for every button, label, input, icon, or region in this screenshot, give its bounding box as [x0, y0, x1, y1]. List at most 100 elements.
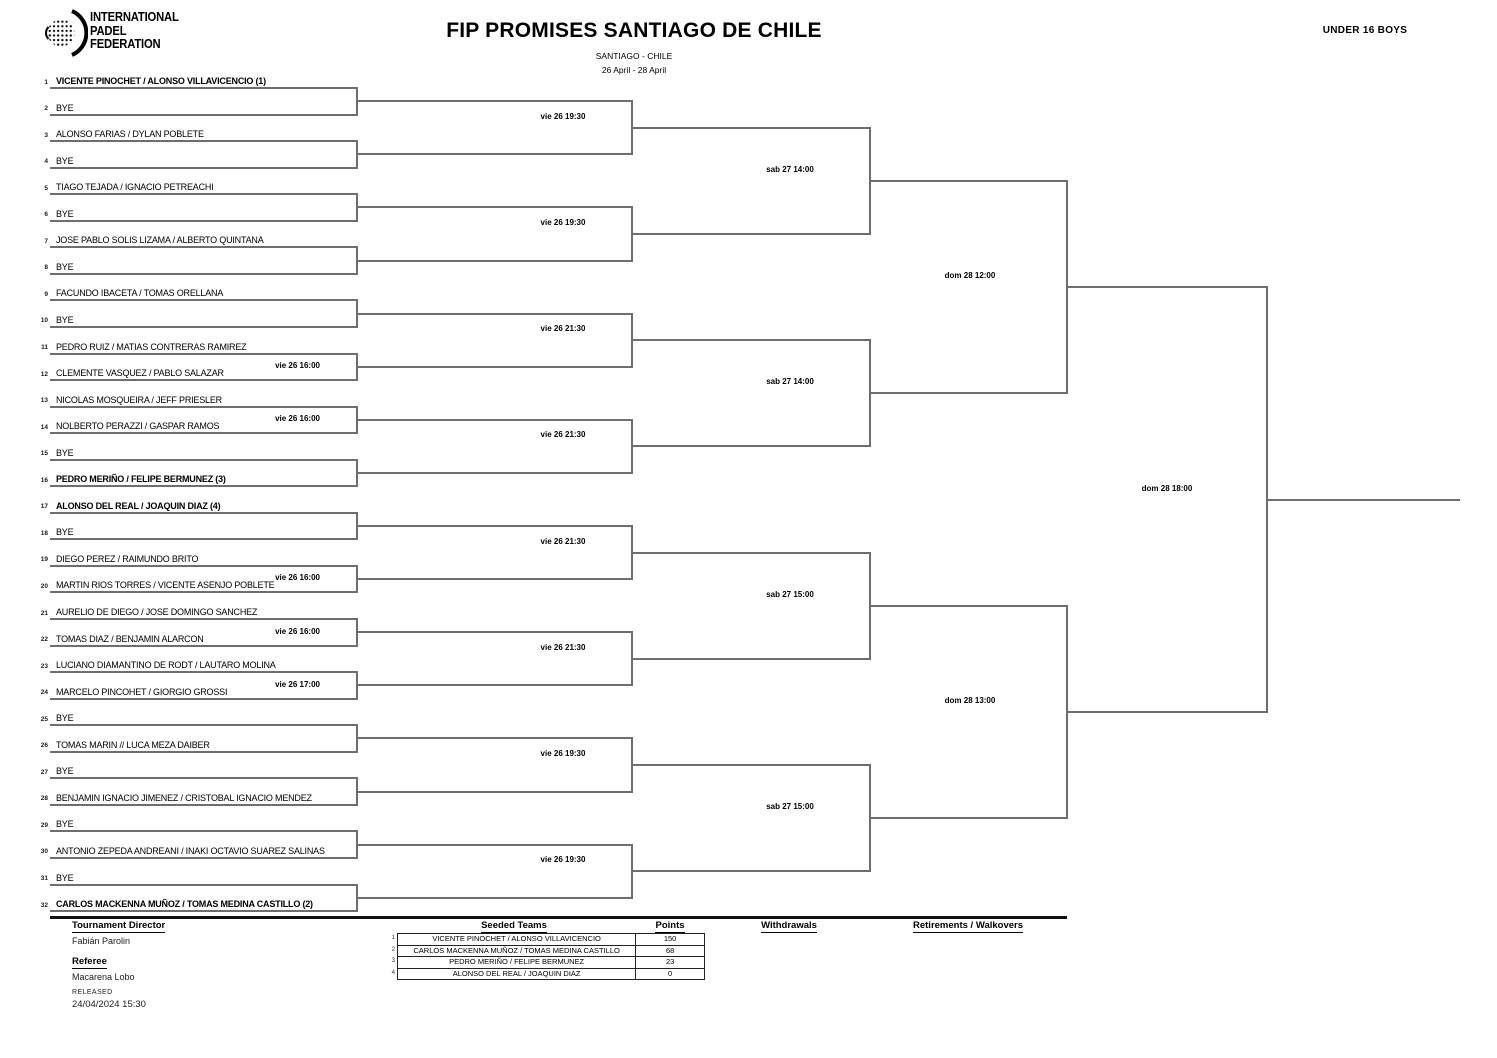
entry-bye: BYE — [56, 447, 74, 458]
feed-line — [357, 843, 632, 846]
feed-line — [357, 525, 632, 528]
logo-line-3: FEDERATION — [90, 37, 161, 51]
entry-bye: BYE — [56, 261, 74, 272]
seed-number: 3 — [391, 958, 395, 964]
entry-team: TIAGO TEJADA / IGNACIO PETREACHI — [56, 182, 214, 193]
entry-line — [50, 856, 357, 859]
r16-winner-line — [632, 339, 870, 342]
feed-line — [357, 365, 632, 368]
match-time: vie 26 21:30 — [540, 536, 586, 546]
match-time: vie 26 19:30 — [540, 855, 586, 865]
r16-winner-line — [632, 233, 870, 236]
entry-team: ALONSO FARIAS / DYLAN POBLETE — [56, 129, 204, 140]
entry-bye: BYE — [56, 208, 74, 219]
entry-line — [50, 219, 357, 222]
feed-line — [357, 896, 632, 899]
entry-number: 4 — [44, 158, 48, 166]
match-time: vie 26 19:30 — [540, 749, 586, 759]
entry-line — [50, 830, 357, 833]
tournament-dates: 26 April - 28 April — [601, 65, 667, 75]
seeded-team-row: ALONSO DEL REAL / JOAQUIN DIAZ 0 — [397, 967, 705, 980]
match-time: vie 26 16:00 — [275, 626, 320, 636]
entry-line — [50, 910, 357, 913]
entry-bye: BYE — [56, 872, 74, 883]
entry-line — [50, 458, 357, 461]
entry-team: NOLBERTO PERAZZI / GASPAR RAMOS — [56, 421, 220, 432]
r16-winner-line — [632, 764, 870, 767]
feed-line — [357, 153, 632, 156]
match-time: vie 26 17:00 — [275, 679, 320, 689]
seeded-teams-heading: Seeded Teams — [481, 920, 547, 933]
entry-number: 17 — [40, 503, 48, 511]
seeded-team-points: 150 — [663, 934, 677, 943]
qf-winner-line — [870, 817, 1067, 820]
match-time: dom 28 12:00 — [944, 271, 996, 281]
entry-line — [50, 272, 357, 275]
entry-line — [50, 697, 357, 700]
tournament-location: SANTIAGO - CHILE — [595, 51, 673, 61]
points-heading: Points — [655, 920, 685, 933]
entry-line — [50, 724, 357, 727]
entry-bye: BYE — [56, 155, 74, 166]
seeded-team-name: VICENTE PINOCHET / ALONSO VILLAVICENCIO — [398, 934, 637, 945]
entry-number: 32 — [40, 901, 48, 909]
entry-team: DIEGO PEREZ / RAIMUNDO BRITO — [56, 553, 199, 564]
entry-number: 7 — [44, 237, 48, 245]
entry-line — [50, 803, 357, 806]
entry-line — [50, 325, 357, 328]
feed-line — [357, 259, 632, 262]
entry-line — [50, 352, 357, 355]
feed-line — [357, 418, 632, 421]
entry-line — [50, 113, 357, 116]
qf-winner-line — [870, 604, 1067, 607]
seeded-team-row: CARLOS MACKENNA MUÑOZ / TOMAS MEDINA CAS… — [397, 944, 705, 957]
feed-line — [357, 206, 632, 209]
entry-line — [50, 87, 357, 89]
entry-number: 23 — [40, 662, 48, 670]
champion-line — [1267, 498, 1460, 501]
entry-line — [50, 432, 357, 435]
referee-heading: Referee — [72, 956, 107, 969]
entry-number: 20 — [40, 582, 48, 590]
seed-number: 1 — [391, 935, 395, 941]
feed-line — [357, 312, 632, 315]
entry-team: MARTIN RIOS TORRES / VICENTE ASENJO POBL… — [56, 580, 275, 591]
entry-number: 3 — [44, 131, 48, 139]
qf-winner-line — [870, 392, 1067, 395]
match-time: vie 26 16:00 — [275, 573, 320, 583]
entry-line — [50, 538, 357, 541]
entry-line — [50, 750, 357, 753]
entry-number: 28 — [40, 795, 48, 803]
match-time: sab 27 15:00 — [766, 802, 814, 812]
entry-team: PEDRO MERIÑO / FELIPE BERMUNEZ (3) — [56, 474, 226, 485]
seeded-team-row: VICENTE PINOCHET / ALONSO VILLAVICENCIO 1… — [397, 933, 705, 946]
seeded-team-name: ALONSO DEL REAL / JOAQUIN DIAZ — [398, 968, 637, 979]
sf-winner-line — [1067, 710, 1267, 713]
entry-team: CLEMENTE VASQUEZ / PABLO SALAZAR — [56, 368, 224, 379]
qf-winner-line — [870, 179, 1067, 182]
entry-team: NICOLAS MOSQUEIRA / JEFF PRIESLER — [56, 394, 222, 405]
entry-team: MARCELO PINCOHET / GIORGIO GROSSI — [56, 686, 228, 697]
entry-number: 15 — [40, 450, 48, 458]
seeded-team-points: 68 — [665, 945, 675, 955]
feed-line — [357, 578, 632, 581]
entry-bye: BYE — [56, 766, 74, 777]
match-time: vie 26 16:00 — [275, 361, 320, 371]
entry-team: TOMAS MARIN // LUCA MEZA DAIBER — [56, 739, 210, 750]
entry-team: LUCIANO DIAMANTINO DE RODT / LAUTARO MOL… — [56, 660, 276, 671]
tournament-director-heading: Tournament Director — [72, 920, 166, 933]
sf-winner-line — [1067, 286, 1267, 289]
seeded-team-points: 0 — [668, 968, 673, 978]
entry-number: 9 — [44, 290, 48, 298]
entry-bye: BYE — [56, 314, 74, 325]
entry-number: 8 — [44, 264, 48, 272]
feed-line — [357, 790, 632, 793]
entry-number: 21 — [40, 609, 48, 617]
entry-line — [50, 618, 357, 620]
entry-number: 5 — [44, 184, 48, 192]
entry-number: 29 — [40, 821, 48, 829]
match-time: dom 28 18:00 — [1141, 483, 1193, 493]
entry-team: BENJAMIN IGNACIO JIMENEZ / CRISTOBAL IGN… — [56, 792, 312, 803]
